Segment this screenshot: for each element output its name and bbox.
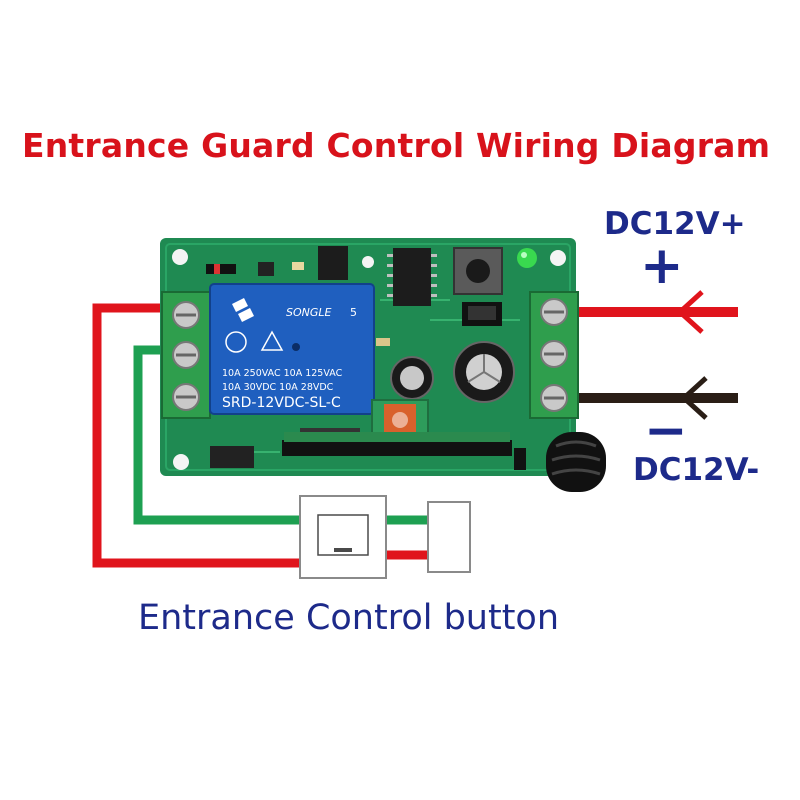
ic-chip xyxy=(318,246,437,306)
relay: SONGLE 5 10A 250VAC 10A 125VAC 10A 30VDC… xyxy=(209,283,375,415)
push-button xyxy=(453,247,503,295)
relay-pins: 5 xyxy=(350,306,357,319)
certification-mark xyxy=(260,330,284,351)
wire-positive xyxy=(572,290,738,334)
relay-rating-line1: 10A 250VAC 10A 125VAC xyxy=(222,368,343,379)
mount-hole xyxy=(173,454,189,470)
negative-power-label: DC12V- xyxy=(633,452,760,488)
mount-hole xyxy=(172,249,188,265)
led-indicator xyxy=(517,248,537,268)
control-button-terminal xyxy=(427,501,471,573)
wire-green-loop xyxy=(133,345,300,525)
certification-mark xyxy=(225,331,247,353)
antenna-coil xyxy=(546,432,606,492)
positive-power-label: DC12V+ xyxy=(604,206,746,242)
rf-module xyxy=(210,432,526,470)
relay-model: SRD-12VDC-SL-C xyxy=(222,395,341,411)
relay-rating-line2: 10A 30VDC 10A 28VDC xyxy=(222,382,334,393)
terminal-block-right xyxy=(529,291,579,419)
entrance-control-button-caption: Entrance Control button xyxy=(138,598,560,638)
mount-hole xyxy=(362,256,374,268)
relay-brand: SONGLE xyxy=(286,306,332,319)
minus-sign-icon: − xyxy=(644,401,688,461)
relay-logo-icon xyxy=(232,298,254,322)
wire-negative xyxy=(572,376,738,420)
mount-hole xyxy=(550,250,566,266)
terminal-block-left xyxy=(161,291,211,419)
wire-red-loop xyxy=(92,303,300,568)
control-button-switch xyxy=(299,495,387,579)
capacitor xyxy=(390,341,515,403)
jumper xyxy=(462,302,502,326)
diagram-title: Entrance Guard Control Wiring Diagram xyxy=(22,126,771,165)
plus-sign-icon: + xyxy=(640,236,684,296)
